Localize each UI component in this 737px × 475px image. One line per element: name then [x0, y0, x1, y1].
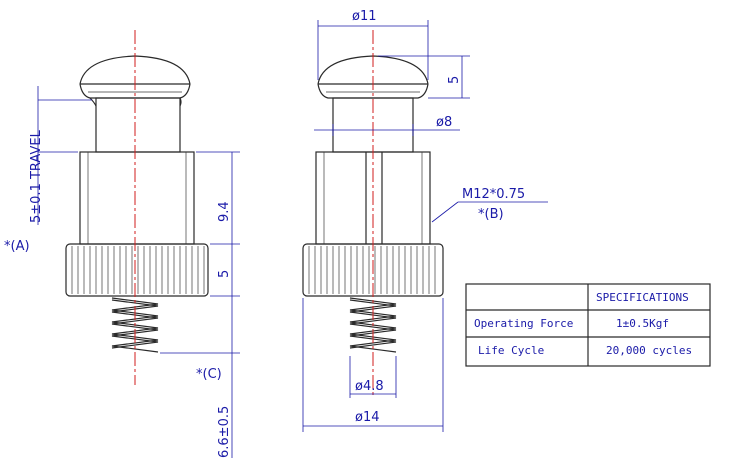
right-view	[302, 30, 444, 395]
note-b-label: *(B)	[478, 207, 504, 222]
note-a-label: *(A)	[4, 239, 30, 254]
neck-dia-label: ø8	[436, 115, 452, 130]
spec-row-value: 20,000 cycles	[606, 344, 692, 357]
right-knurl-lines	[308, 246, 436, 294]
left-view	[65, 30, 209, 385]
spec-row-label: Operating Force	[474, 317, 573, 330]
thread-label: M12*0.75	[462, 187, 525, 202]
spec-row-value: 1±0.5Kgf	[616, 317, 669, 330]
left-body	[79, 151, 195, 245]
spec-table: SPECIFICATIONS Operating Force 1±0.5Kgf …	[465, 283, 711, 367]
left-knurl-nut	[65, 243, 209, 297]
left-neck	[95, 97, 181, 153]
spec-table-header: SPECIFICATIONS	[596, 291, 689, 304]
knurl-length-label: 5	[217, 270, 232, 278]
note-c-label: *(C)	[196, 367, 222, 382]
spring-length-label: 6.6±0.5	[217, 406, 232, 458]
left-knurl-lines	[71, 246, 205, 294]
spec-row-label: Life Cycle	[478, 344, 544, 357]
right-dimensions: ø11 5 ø8 M12*0.75 *(B) ø4.8 ø14	[302, 9, 548, 432]
head-dia-label: ø11	[352, 9, 377, 24]
body-length-label: 9.4	[217, 201, 232, 222]
head-height-label: 5	[447, 76, 462, 84]
spring-dia-label: ø4.8	[355, 379, 384, 394]
travel-label: 5±0.1 TRAVEL	[29, 129, 44, 223]
knurl-dia-label: ø14	[355, 410, 380, 425]
left-dimensions: 5±0.1 TRAVEL *(A) 9.4 5 *(C) 6.6±0.5	[4, 86, 240, 458]
